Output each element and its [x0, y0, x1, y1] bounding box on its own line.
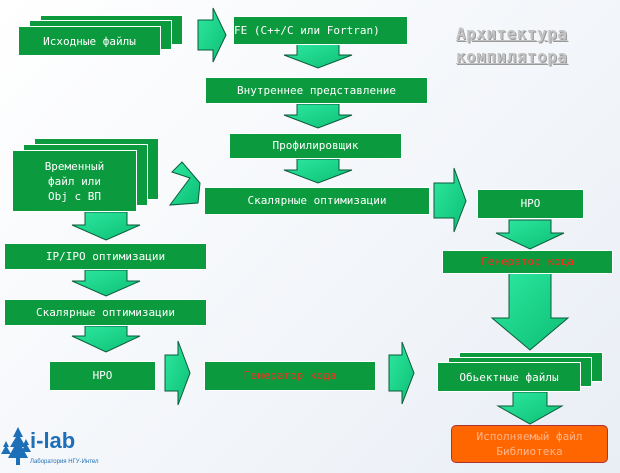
temp-file-node: Временный файл или Obj с ВП — [12, 150, 137, 212]
hpo-right-node: НРО — [477, 189, 584, 219]
arrow-temp-to-ipo — [71, 211, 141, 241]
arrow-hpo-to-codegen — [164, 340, 191, 406]
arrow-ipo-to-scalar2 — [71, 269, 141, 297]
object-files-stack: Обьектные файлы — [437, 352, 603, 394]
ipo-optimizations-node: IP/IPO оптимизации — [4, 243, 207, 270]
profiler-node: Профилировщик — [229, 133, 402, 159]
codegen-middle-node: Генератор кода — [204, 361, 376, 391]
temp-file-line-2: файл или — [48, 174, 101, 188]
hpo-left-node: НРО — [49, 361, 156, 391]
executable-label: Исполняемый файл — [476, 430, 583, 443]
arrow-profiler-to-scalar — [283, 158, 353, 184]
arrow-codegen-to-objects-right — [490, 272, 570, 351]
arrow-ir-to-profiler — [283, 103, 353, 129]
arrow-fe-to-ir — [283, 43, 353, 69]
internal-representation-node: Внутреннее представление — [205, 77, 428, 104]
temp-file-line-3: Obj с ВП — [48, 189, 101, 203]
library-label: Библиотека — [496, 445, 563, 458]
scalar-optimizations-node-2: Скалярные оптимизации — [4, 299, 207, 326]
title-line-2: компилятора — [456, 47, 568, 66]
arrow-hpo-right-to-codegen — [495, 219, 565, 250]
logo-caption: Лаборатория НГУ-Интел — [30, 459, 99, 465]
diagram-title: Архитектура компилятора — [456, 22, 567, 68]
arrow-source-to-fe — [197, 7, 227, 63]
logo-name: i-lab — [30, 428, 76, 453]
temp-file-stack: Временный файл или Obj с ВП — [12, 138, 159, 214]
temp-file-line-1: Временный — [44, 159, 105, 173]
arrow-scalar-to-hpo-right — [433, 167, 467, 233]
executable-library-node: Исполняемый файл Библиотека — [451, 425, 608, 463]
source-files-node: Исходные файлы — [18, 26, 161, 56]
arrow-scalar2-to-hpo — [71, 325, 141, 353]
ilab-logo-icon — [1, 427, 31, 465]
arrow-codegen-to-objects — [388, 341, 415, 405]
codegen-right-node: Генератор кода — [442, 250, 613, 274]
title-line-1: Архитектура — [456, 24, 568, 43]
arrow-objects-to-exe — [496, 391, 564, 425]
source-files-stack: Исходные файлы — [18, 15, 183, 58]
object-files-node: Обьектные файлы — [437, 362, 581, 392]
arrow-scalar-to-tempfile — [168, 161, 201, 206]
frontend-node: FE (C++/C или Fortran) — [233, 16, 408, 45]
scalar-optimizations-node-1: Скалярные оптимизации — [204, 187, 430, 215]
